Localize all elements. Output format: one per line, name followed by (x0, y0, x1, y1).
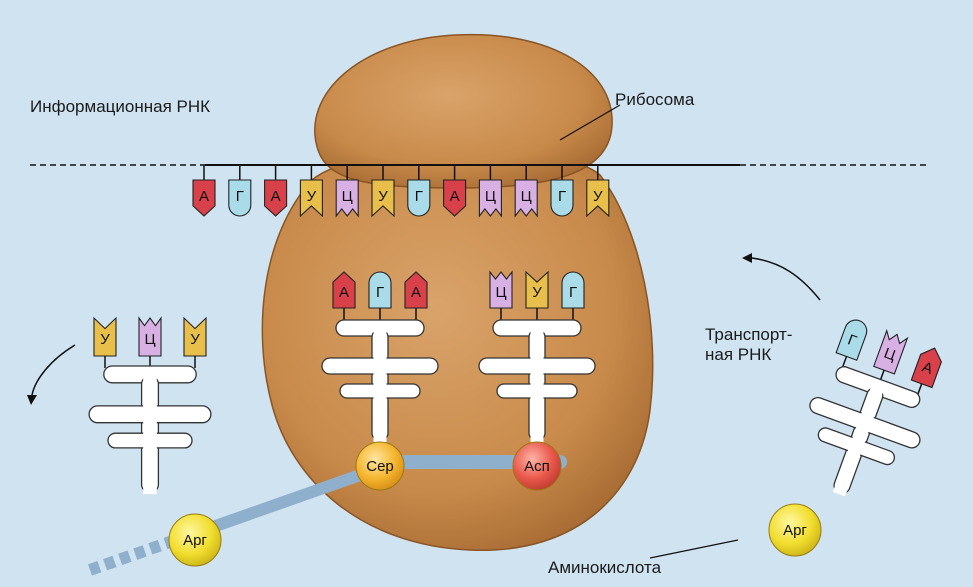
nucleotide-adenine: А (264, 179, 288, 217)
nucleotide-letter: Ц (882, 345, 898, 365)
nucleotide-letter: Г (569, 284, 577, 301)
nucleotide-letter: А (199, 188, 209, 205)
nucleotide-letter: У (593, 188, 603, 205)
nucleotide-adenine: А (443, 179, 467, 217)
nucleotide-letter: Ц (521, 188, 532, 205)
nucleotide-letter: Г (558, 188, 566, 205)
nucleotide-letter: Ц (495, 284, 506, 301)
amino-leader-line (649, 539, 739, 559)
trna-in-ribosome: Ц У Г Асп (478, 270, 596, 491)
nucleotide-guanine: Г (368, 271, 392, 309)
nucleotide-cytosine: Ц (514, 179, 538, 218)
nucleotide-letter: А (339, 284, 349, 301)
amino-acid: Арг (168, 513, 222, 567)
trna-body (809, 366, 921, 497)
amino-acid-label: Асп (524, 458, 550, 475)
nucleotide-cytosine: Ц (873, 328, 909, 375)
nucleotide-letter: А (271, 188, 281, 205)
nucleotide-letter: А (450, 188, 460, 205)
mrna-label: Информационная РНК (30, 97, 210, 116)
ribosome-leader-line (559, 104, 621, 141)
trna-label-line2: ная РНК (705, 345, 771, 364)
nucleotide-letter: У (532, 284, 542, 301)
ribosome-label: Рибосома (615, 90, 695, 109)
trna-body (321, 319, 439, 442)
nucleotide-letter: У (378, 188, 388, 205)
amino-acid-label: Арг (783, 522, 807, 539)
nucleotide-letter: Ц (144, 331, 155, 348)
nucleotide-uracil: У (586, 179, 610, 218)
ribosome (261, 33, 654, 551)
nucleotide-uracil: У (371, 179, 395, 218)
amino-acid: Асп (512, 441, 562, 491)
trna-label-line1: Транспорт- (705, 325, 792, 344)
nucleotide-letter: А (411, 284, 421, 301)
trna-body (478, 319, 596, 442)
nucleotide-adenine: А (192, 179, 216, 217)
nucleotide-letter: Ц (342, 188, 353, 205)
nucleotide-adenine: А (404, 271, 428, 309)
arrows (27, 253, 821, 405)
nucleotide-cytosine: Ц (138, 316, 162, 357)
nucleotide-adenine: А (332, 271, 356, 309)
amino-acid: Сер (355, 441, 405, 491)
nucleotide-letter: У (190, 331, 200, 348)
nucleotide-letter: Г (236, 188, 244, 205)
trna-right-incoming: ГЦА (809, 319, 942, 497)
trna-body (88, 365, 212, 495)
nucleotide-letter: Ц (485, 188, 496, 205)
arrow-in-right (751, 257, 821, 301)
nucleotide-uracil: У (183, 316, 207, 357)
nucleotide-uracil: У (93, 316, 117, 357)
arrow-out-left (31, 344, 76, 396)
trna-left-departing: У Ц У Арг (88, 316, 222, 567)
amino-label: Аминокислота (548, 558, 662, 577)
nucleotide-uracil: У (299, 179, 323, 218)
amino-acid-label: Арг (183, 532, 207, 549)
nucleotide-letter: Г (376, 284, 384, 301)
nucleotide-letter: У (307, 188, 317, 205)
nucleotide-guanine: Г (835, 319, 868, 361)
nucleotide-guanine: Г (407, 179, 431, 217)
amino-acid-label: Сер (366, 458, 394, 475)
nucleotide-guanine: Г (550, 179, 574, 217)
nucleotide-adenine: А (910, 347, 942, 389)
nucleotide-uracil: У (525, 270, 549, 309)
nucleotide-cytosine: Ц (335, 179, 359, 218)
amino-acid: Арг (768, 503, 822, 557)
nucleotide-cytosine: Ц (478, 179, 502, 218)
nucleotide-guanine: Г (228, 179, 252, 217)
trna-in-ribosome: А Г А Сер (321, 271, 439, 491)
nucleotide-cytosine: Ц (489, 270, 513, 309)
nucleotide-letter: У (100, 331, 110, 348)
nucleotide-guanine: Г (561, 271, 585, 309)
nucleotide-letter: Г (415, 188, 423, 205)
